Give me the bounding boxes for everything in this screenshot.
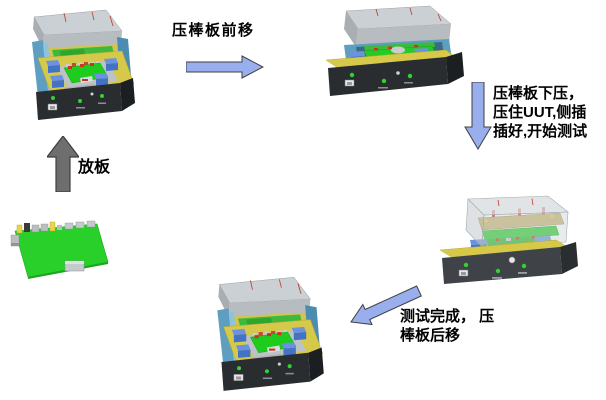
fixture-base (328, 52, 464, 96)
fixture-base (442, 242, 578, 284)
step-label-press-down-line3: 插好,开始测试 (493, 123, 588, 140)
pcb-components (10, 220, 96, 247)
step-label-test-done-line2: 棒板后移 (400, 327, 461, 344)
down-arrow-icon (464, 82, 492, 150)
fixture-base (36, 78, 135, 120)
clamp-blocks (46, 58, 118, 88)
clamp-blocks (231, 326, 307, 358)
step-label-test-done-line1: 测试完成， 压 (400, 308, 495, 325)
right-arrow-icon (186, 55, 264, 79)
test-fixture-open-illustration (217, 276, 324, 391)
up-arrow-icon (47, 136, 79, 192)
pcb-connector (64, 260, 85, 272)
step-label-test-done: 测试完成， 压 棒板后移 (400, 307, 494, 345)
step-label-press-forward: 压棒板前移 (172, 22, 255, 39)
fixture-lid (218, 276, 311, 318)
test-fixture-open-2 (207, 271, 331, 391)
translucent-cover (465, 195, 569, 248)
step-label-press-down: 压棒板下压， 压住UUT,侧插 插好,开始测试 (493, 84, 587, 141)
test-fixture-closed-illustration (325, 5, 464, 96)
step-label-load-board: 放板 (78, 159, 111, 176)
test-fixture-pressing-illustration (439, 195, 578, 284)
step-label-press-down-line2: 压住UUT,侧插 (493, 104, 587, 121)
fixture-base (221, 347, 324, 391)
test-fixture-pressing (432, 194, 578, 284)
test-fixture-closed (318, 0, 464, 98)
uut-pcb-board (5, 215, 111, 279)
test-fixture-open-illustration (32, 9, 135, 120)
down-left-arrow-icon (348, 283, 424, 328)
uut-pcb-illustration (10, 220, 109, 279)
fixture-lid (33, 9, 123, 49)
test-fixture-open-1 (22, 4, 142, 120)
step-label-press-down-line1: 压棒板下压， (493, 85, 584, 102)
